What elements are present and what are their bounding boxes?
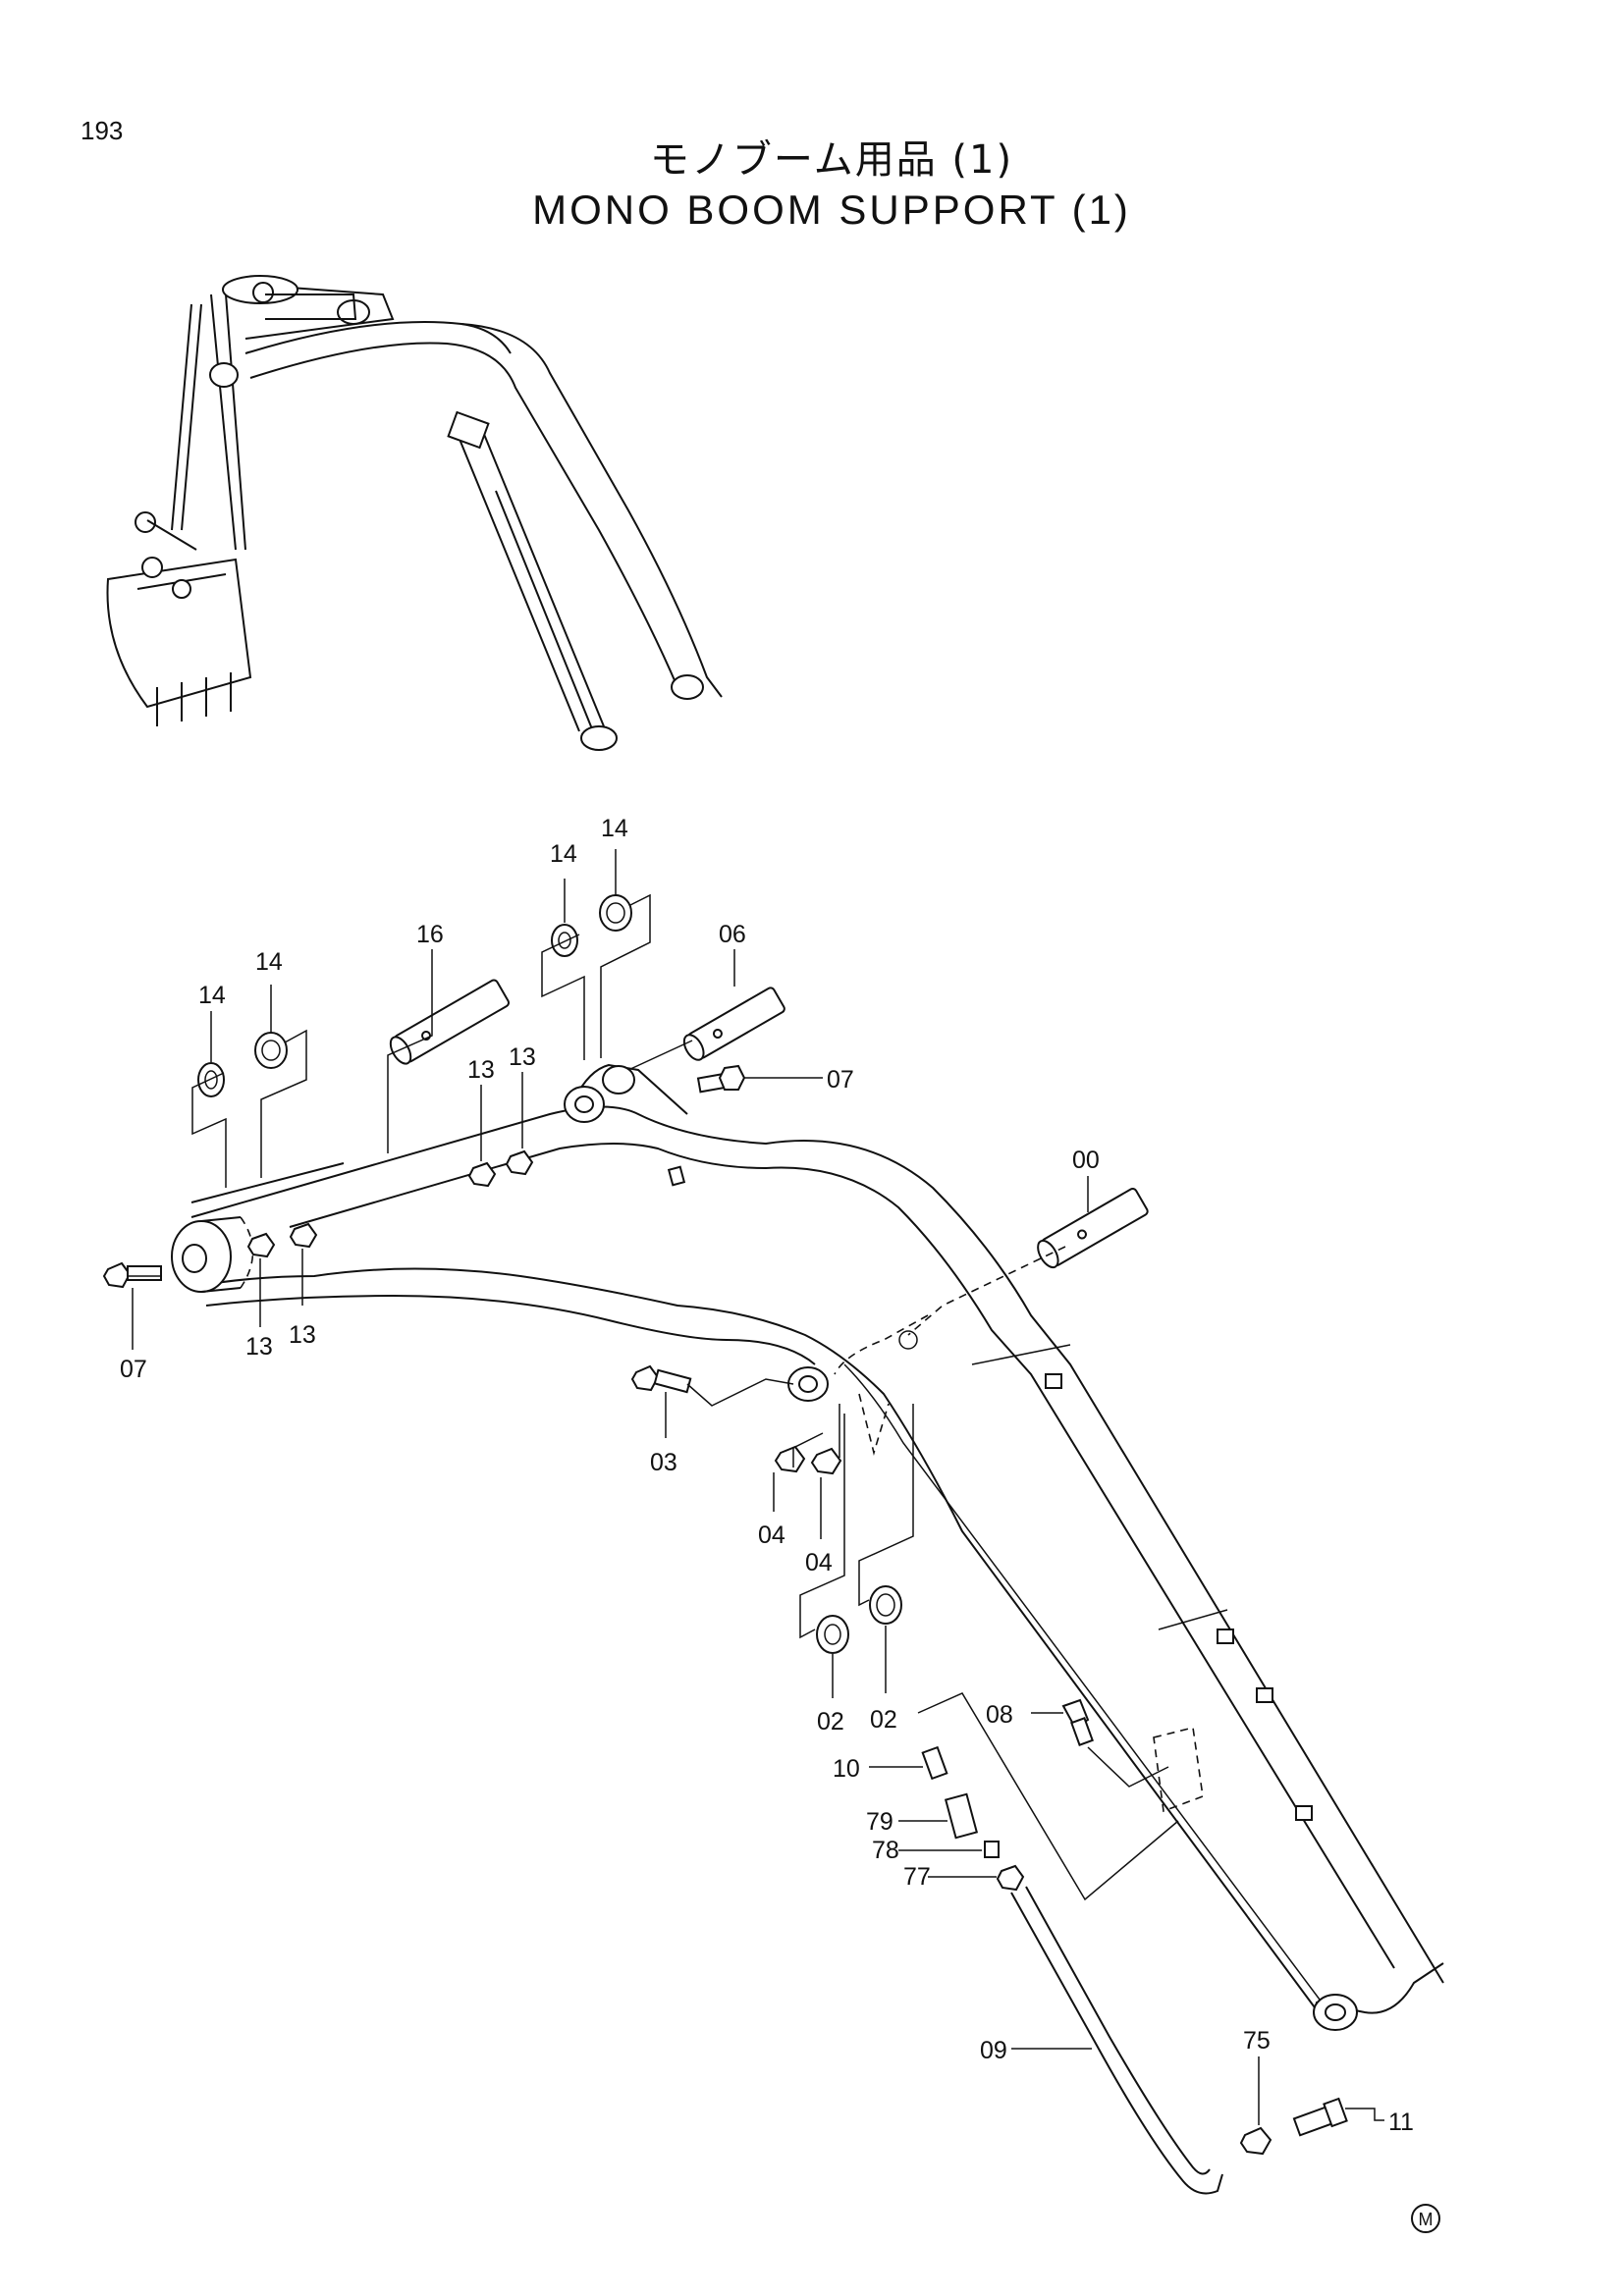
label-part-16: 16 [416, 921, 444, 948]
pin-16 [389, 979, 510, 1065]
label-part-14b: 14 [255, 948, 283, 976]
label-part-14d: 14 [601, 815, 628, 842]
nut-13d [289, 1222, 318, 1249]
title-japanese: モノブーム用品 (1) [649, 137, 1014, 183]
mono-boom [171, 1063, 1444, 2031]
label-part-07b: 07 [120, 1356, 147, 1383]
label-part-03: 03 [650, 1449, 677, 1476]
label-part-13c: 13 [245, 1333, 273, 1361]
label-part-77: 77 [903, 1863, 931, 1891]
nut-75 [1239, 2126, 1272, 2156]
label-part-10: 10 [833, 1755, 860, 1783]
label-part-02a: 02 [817, 1708, 844, 1735]
ring-78 [984, 1841, 1000, 1858]
bolt-03 [630, 1364, 692, 1394]
label-part-14a: 14 [198, 982, 226, 1009]
washer-14a [197, 1062, 225, 1097]
label-part-06: 06 [719, 921, 746, 948]
bolt-07b [102, 1261, 162, 1289]
label-part-02b: 02 [870, 1706, 897, 1734]
label-part-13b: 13 [509, 1043, 536, 1071]
label-part-07a: 07 [827, 1066, 854, 1094]
washer-14c [551, 924, 578, 957]
label-part-78: 78 [872, 1837, 899, 1864]
nut-13c [246, 1232, 276, 1258]
hose-09 [1010, 1892, 1223, 2195]
pin-00 [1037, 1187, 1149, 1269]
nut-77 [996, 1864, 1025, 1892]
label-part-00: 00 [1072, 1147, 1100, 1174]
nut-13b [505, 1149, 534, 1176]
label-part-14c: 14 [550, 840, 577, 868]
leader-lines [128, 849, 1384, 2125]
overview-excavator-arm [106, 275, 723, 751]
nut-04a [774, 1445, 806, 1473]
label-part-09: 09 [980, 2037, 1007, 2064]
washer-14d [599, 894, 632, 932]
sleeve-79 [944, 1792, 979, 1840]
title-english: MONO BOOM SUPPORT (1) [532, 187, 1131, 233]
bolt-07a [696, 1064, 746, 1094]
adapter-10 [921, 1745, 948, 1781]
grease-fitting-08 [1061, 1698, 1094, 1746]
label-part-13a: 13 [467, 1056, 495, 1084]
circled-m-mark: M [1411, 2204, 1440, 2233]
pin-06 [682, 987, 785, 1061]
washer-02b [869, 1585, 902, 1625]
label-part-04b: 04 [805, 1549, 833, 1576]
parts-group [102, 894, 1348, 2195]
washer-02a [816, 1615, 849, 1654]
label-part-13d: 13 [289, 1321, 316, 1349]
nut-13a [467, 1161, 497, 1188]
fitting-11 [1292, 2097, 1348, 2137]
label-part-79: 79 [866, 1808, 893, 1836]
part-labels: 00 02 02 03 04 04 06 07 07 08 09 10 11 1… [120, 815, 1414, 2136]
label-part-04a: 04 [758, 1522, 785, 1549]
page-number: 193 [81, 116, 124, 145]
nut-04b [810, 1447, 842, 1475]
mark-letter: M [1419, 2210, 1434, 2229]
washer-14b [254, 1032, 288, 1069]
label-part-11: 11 [1388, 2109, 1414, 2136]
label-part-08: 08 [986, 1701, 1013, 1729]
label-part-75: 75 [1243, 2027, 1271, 2055]
